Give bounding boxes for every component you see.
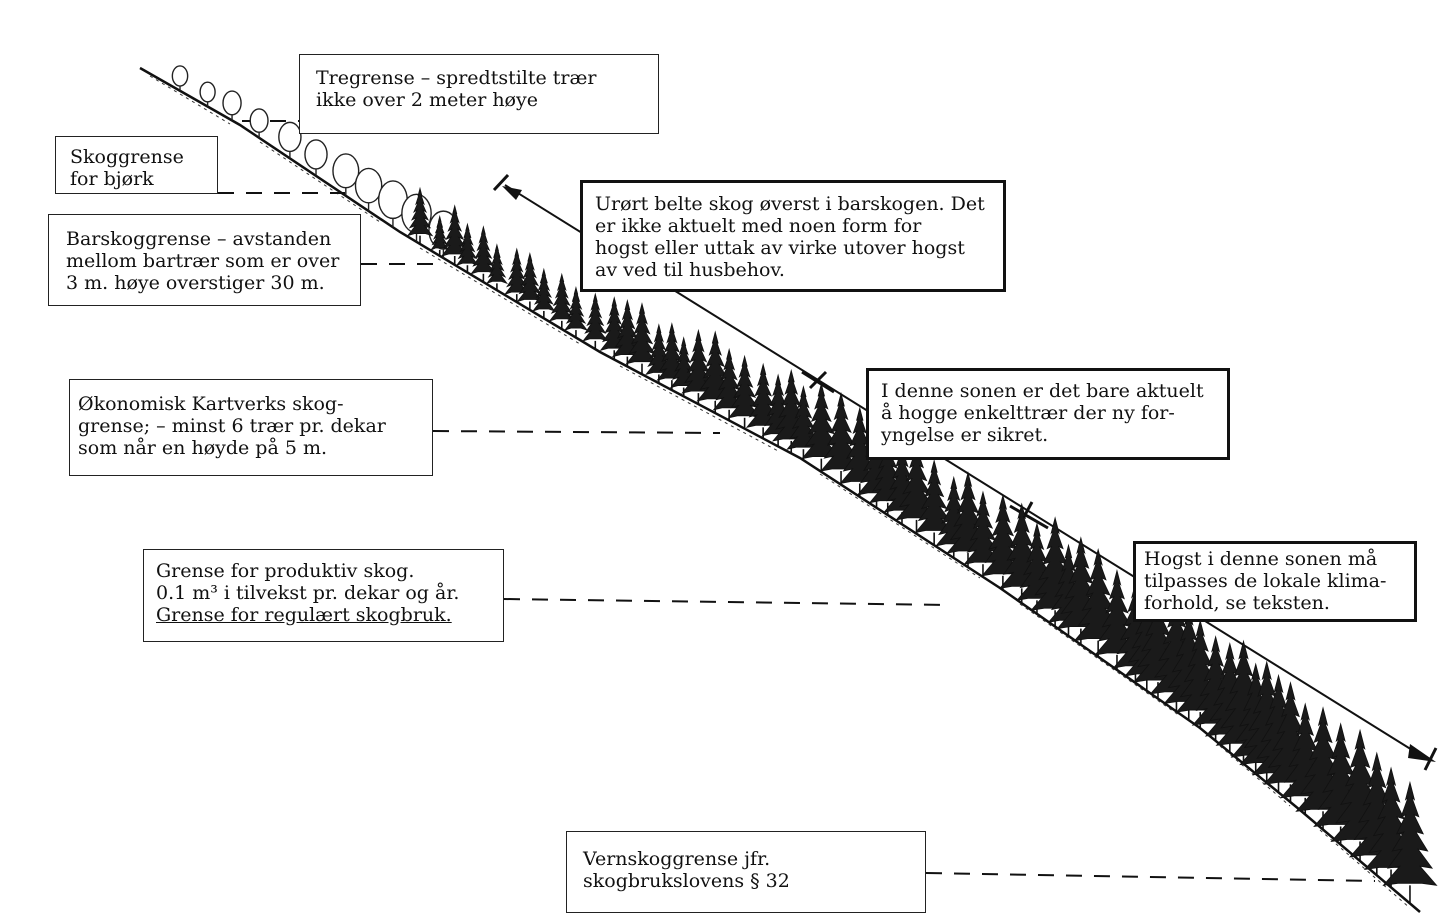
zone-urort-belte: Urørt belte skog øverst i barskogen. Det… bbox=[580, 180, 1006, 292]
zone-klimaforhold: Hogst i denne sonen må tilpasses de loka… bbox=[1133, 541, 1417, 622]
label-skoggrense-bjork: Skoggrense for bjørk bbox=[55, 136, 218, 194]
conifer bbox=[440, 204, 469, 257]
conifer bbox=[485, 243, 508, 285]
conifer bbox=[625, 302, 659, 365]
birch-crown bbox=[171, 65, 189, 87]
label-vernskoggrense: Vernskoggrense jfr. skogbrukslovens § 32 bbox=[566, 831, 926, 913]
birch-crown bbox=[222, 90, 242, 116]
label-tregrense: Tregrense – spredtstilte trær ikke over … bbox=[299, 54, 659, 134]
birch-crown bbox=[354, 167, 383, 204]
conifer bbox=[470, 225, 497, 275]
conifer bbox=[786, 385, 821, 450]
conifer bbox=[406, 186, 434, 237]
conifer bbox=[548, 272, 575, 322]
conifer bbox=[563, 285, 589, 331]
birch-crown bbox=[249, 108, 269, 133]
ground-texture bbox=[149, 75, 1411, 909]
label-barskoggrense: Barskoggrense – avstanden mellom bartrær… bbox=[48, 214, 361, 306]
birch-crown bbox=[332, 153, 360, 189]
conifer bbox=[914, 459, 954, 534]
tree-illustrations bbox=[171, 65, 1438, 904]
conifer bbox=[516, 251, 544, 303]
conifer bbox=[681, 328, 716, 394]
label-produktiv-skog: Grense for produktiv skog. 0.1 m³ i tilv… bbox=[143, 549, 504, 642]
zone-enkelttraer: I denne sonen er det bare aktuelt å hogg… bbox=[866, 368, 1230, 460]
birch-crown bbox=[304, 139, 328, 170]
conifer bbox=[727, 354, 762, 419]
label-okonomisk-skoggrense: Økonomisk Kartverks skog- grense; – mins… bbox=[69, 379, 433, 476]
conifer bbox=[1382, 780, 1438, 886]
birch-crown bbox=[199, 81, 216, 103]
conifer bbox=[429, 214, 450, 251]
birch-crown bbox=[278, 121, 302, 153]
conifer bbox=[599, 296, 629, 351]
conifer bbox=[582, 292, 609, 342]
conifer bbox=[455, 222, 480, 267]
conifer bbox=[531, 267, 556, 312]
